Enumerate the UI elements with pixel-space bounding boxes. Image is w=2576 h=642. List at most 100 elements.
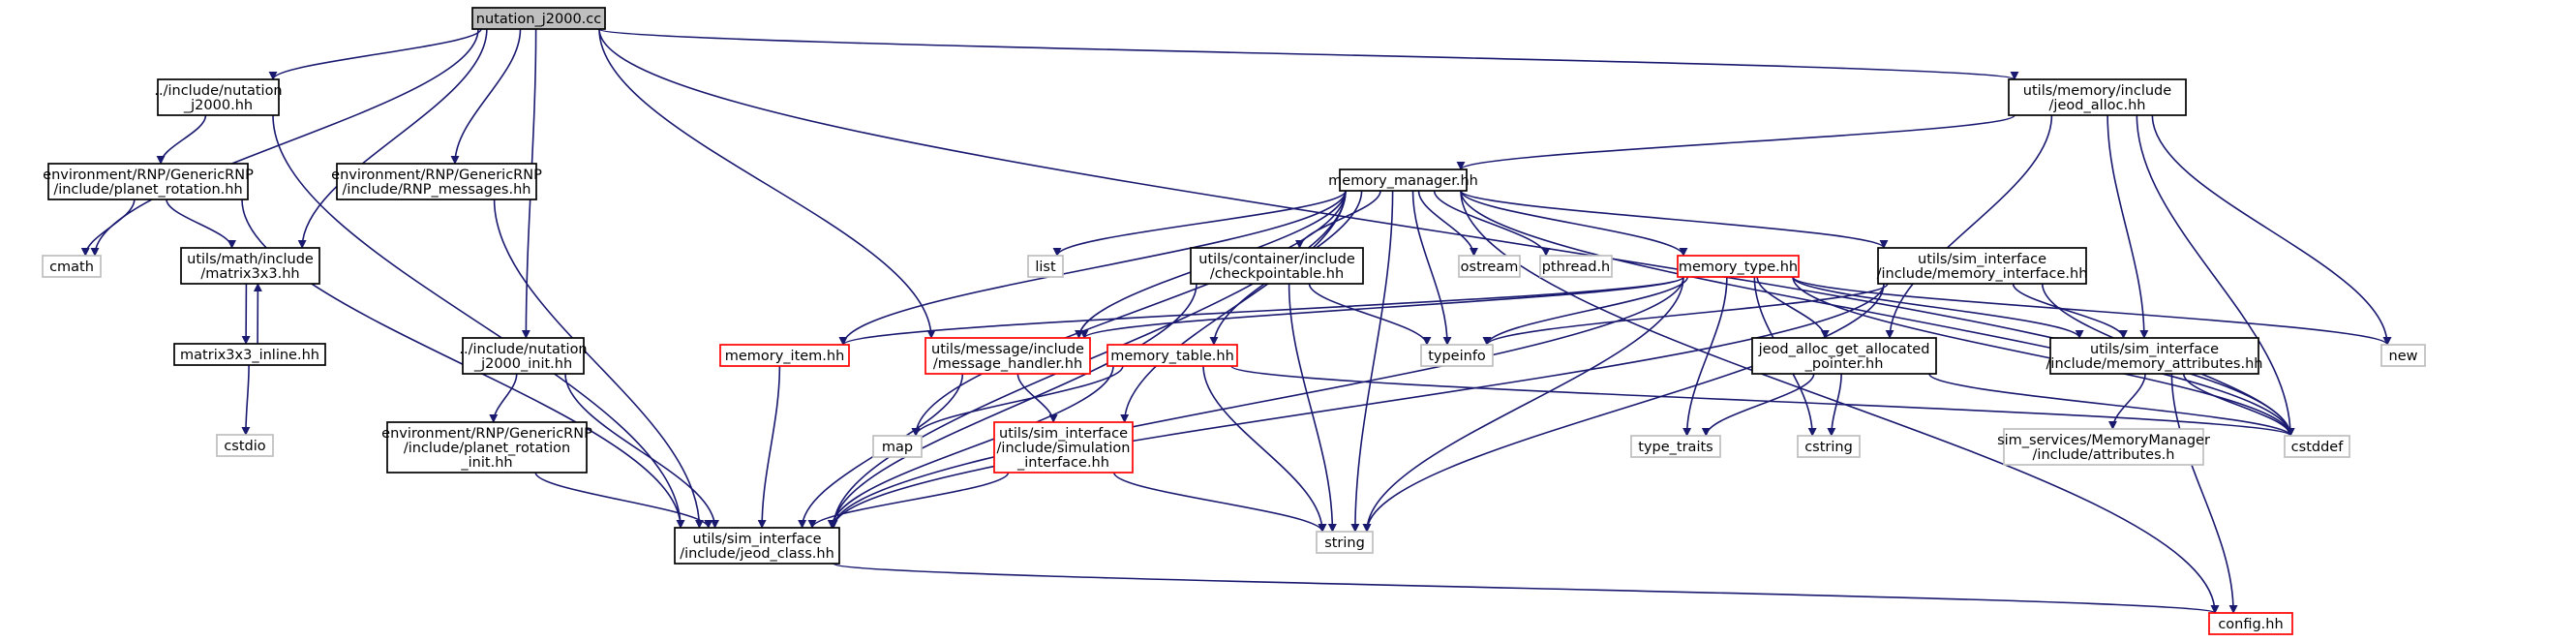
node-memory-manager[interactable]: memory_manager.hh (1328, 168, 1478, 192)
edge-memory-type-to-message-handler (1079, 276, 1684, 339)
node-label: _j2000_init.hh (473, 356, 572, 372)
node-label: /message_handler.hh (933, 356, 1082, 372)
node-cstddef[interactable]: cstddef (2284, 435, 2350, 458)
node-label: /include/attributes.h (2033, 447, 2175, 463)
node-label: list (1035, 260, 1056, 275)
node-label: memory_type.hh (1679, 260, 1798, 275)
node-memory-item[interactable]: memory_item.hh (719, 344, 850, 367)
node-root[interactable]: nutation_j2000.cc (471, 7, 606, 30)
edge-jeod-alloc-to-jeod-alloc-get (1885, 114, 2053, 339)
node-typeinfo[interactable]: typeinfo (1420, 344, 1494, 367)
edge-jeod-alloc-to-memory-attributes (2106, 114, 2149, 339)
node-planet-rotation-init[interactable]: environment/RNP/GenericRNP/include/plane… (381, 421, 592, 474)
node-label: utils/memory/include (2023, 83, 2171, 99)
edge-memory-manager-to-memory-interface (1460, 190, 1889, 249)
edge-root-to-matrix3x3 (297, 28, 488, 249)
edge-jeod-alloc-to-memory-manager (1456, 114, 2015, 170)
edge-memory-manager-to-map (911, 190, 1347, 437)
edge-root-to-message-handler (598, 28, 936, 339)
node-box (2003, 428, 2204, 466)
node-label: /include/RNP_messages.hh (343, 182, 531, 198)
node-cmath[interactable]: cmath (42, 255, 102, 278)
node-box (216, 434, 274, 457)
node-memory-type[interactable]: memory_type.hh (1677, 255, 1800, 278)
edge-simulation-interface-to-jeod-class (807, 472, 1010, 529)
node-simulation-interface[interactable]: utils/sim_interface/include/simulation_i… (993, 421, 1134, 474)
node-ostream[interactable]: ostream (1458, 255, 1521, 278)
edge-memory-interface-to-typeinfo (1482, 283, 1889, 346)
node-rnp-messages[interactable]: environment/RNP/GenericRNP/include/RNP_m… (331, 163, 542, 200)
node-label: memory_table.hh (1110, 349, 1234, 364)
edge-memory-manager-to-list (1052, 190, 1347, 257)
node-label: ../include/nutation (459, 342, 587, 357)
edge-memory-table-to-cstddef (1230, 365, 2295, 437)
edge-memory-type-to-memory-attributes (1792, 276, 2084, 339)
node-box (2049, 337, 2259, 375)
node-jeod-class[interactable]: utils/sim_interface/include/jeod_class.h… (674, 527, 840, 565)
node-box (1877, 247, 2087, 285)
node-string[interactable]: string (1316, 531, 1374, 554)
node-box (1751, 337, 1937, 375)
node-planet-rotation[interactable]: environment/RNP/GenericRNP/include/plane… (43, 163, 254, 200)
node-jeod-alloc[interactable]: utils/memory/include/jeod_alloc.hh (2008, 78, 2187, 116)
node-label: memory_manager.hh (1328, 173, 1478, 189)
edge-nutation-j2000-init-to-jeod-class (564, 373, 720, 529)
node-box (1316, 531, 1374, 554)
node-cstdio[interactable]: cstdio (216, 434, 274, 457)
edge-memory-attributes-to-cstddef (2182, 373, 2295, 437)
edge-planet-rotation-init-to-jeod-class (534, 472, 713, 529)
node-matrix3x3-inline[interactable]: matrix3x3_inline.hh (173, 343, 326, 366)
node-box (872, 435, 923, 458)
node-label: cmath (49, 260, 94, 275)
node-memory-table[interactable]: memory_table.hh (1106, 344, 1238, 367)
node-list[interactable]: list (1027, 255, 1064, 278)
edge-nutation-j2000-init-to-planet-rotation-init (489, 373, 518, 423)
node-label: /include/memory_interface.hh (1877, 266, 2088, 282)
node-map[interactable]: map (872, 435, 923, 458)
node-box (336, 163, 537, 200)
edge-memory-attributes-to-sim-attributes (2107, 373, 2146, 430)
node-sim-attributes[interactable]: sim_services/MemoryManager/include/attri… (1997, 428, 2210, 466)
edge-memory-manager-to-ostream (1417, 190, 1478, 257)
node-checkpointable[interactable]: utils/container/include/checkpointable.h… (1190, 247, 1364, 285)
edge-memory-manager-to-pthread (1433, 190, 1551, 257)
node-new[interactable]: new (2380, 344, 2426, 367)
edge-checkpointable-to-string (1288, 283, 1337, 533)
node-label: string (1324, 535, 1365, 551)
node-box (1190, 247, 1364, 285)
node-label: cstddef (2291, 440, 2345, 455)
node-box (719, 344, 850, 367)
node-nutation-j2000-init[interactable]: ../include/nutation_j2000_init.hh (459, 337, 588, 375)
edge-simulation-interface-to-string (1112, 472, 1327, 533)
node-box (1458, 255, 1521, 278)
node-label: environment/RNP/GenericRNP (43, 168, 254, 183)
dependency-edges (80, 28, 2392, 614)
edge-root-to-nutation-j2000-hh (268, 28, 482, 80)
node-nutation-j2000-hh[interactable]: ../include/nutation_j2000.hh (154, 78, 283, 116)
edge-checkpointable-to-jeod-class (829, 283, 1197, 529)
edge-memory-type-to-type-traits (1682, 276, 1728, 437)
node-config[interactable]: config.hh (2208, 612, 2293, 635)
edge-matrix3x3-inline-to-cstdio (241, 364, 251, 436)
node-label: /checkpointable.hh (1210, 266, 1344, 282)
node-label: pthread.h (1542, 260, 1611, 275)
node-jeod-alloc-get[interactable]: jeod_alloc_get_allocated_pointer.hh (1751, 337, 1937, 375)
node-memory-interface[interactable]: utils/sim_interface/include/memory_inter… (1877, 247, 2088, 285)
edge-nutation-j2000-hh-to-jeod-class (272, 114, 685, 529)
node-type-traits[interactable]: type_traits (1630, 435, 1721, 458)
node-label: /include/jeod_class.hh (680, 546, 834, 562)
node-memory-attributes[interactable]: utils/sim_interface/include/memory_attri… (2046, 337, 2263, 375)
node-box (2208, 612, 2293, 635)
node-label: /include/simulation (997, 441, 1131, 456)
edge-root-to-rnp-messages (450, 28, 522, 165)
header-nodes: nutation_j2000.cc ../include/nutation_j20… (42, 7, 2426, 635)
node-label: environment/RNP/GenericRNP (381, 426, 592, 442)
node-cstring[interactable]: cstring (1797, 435, 1861, 458)
node-message-handler[interactable]: utils/message/include/message_handler.hh (924, 337, 1091, 375)
edge-memory-interface-to-memory-attributes (2012, 283, 2128, 339)
node-matrix3x3[interactable]: utils/math/include/matrix3x3.hh (180, 247, 320, 285)
node-box (1106, 344, 1238, 367)
node-pthread[interactable]: pthread.h (1539, 255, 1613, 278)
node-label: nutation_j2000.cc (476, 12, 601, 27)
edge-memory-manager-to-memory-type (1460, 190, 1688, 257)
